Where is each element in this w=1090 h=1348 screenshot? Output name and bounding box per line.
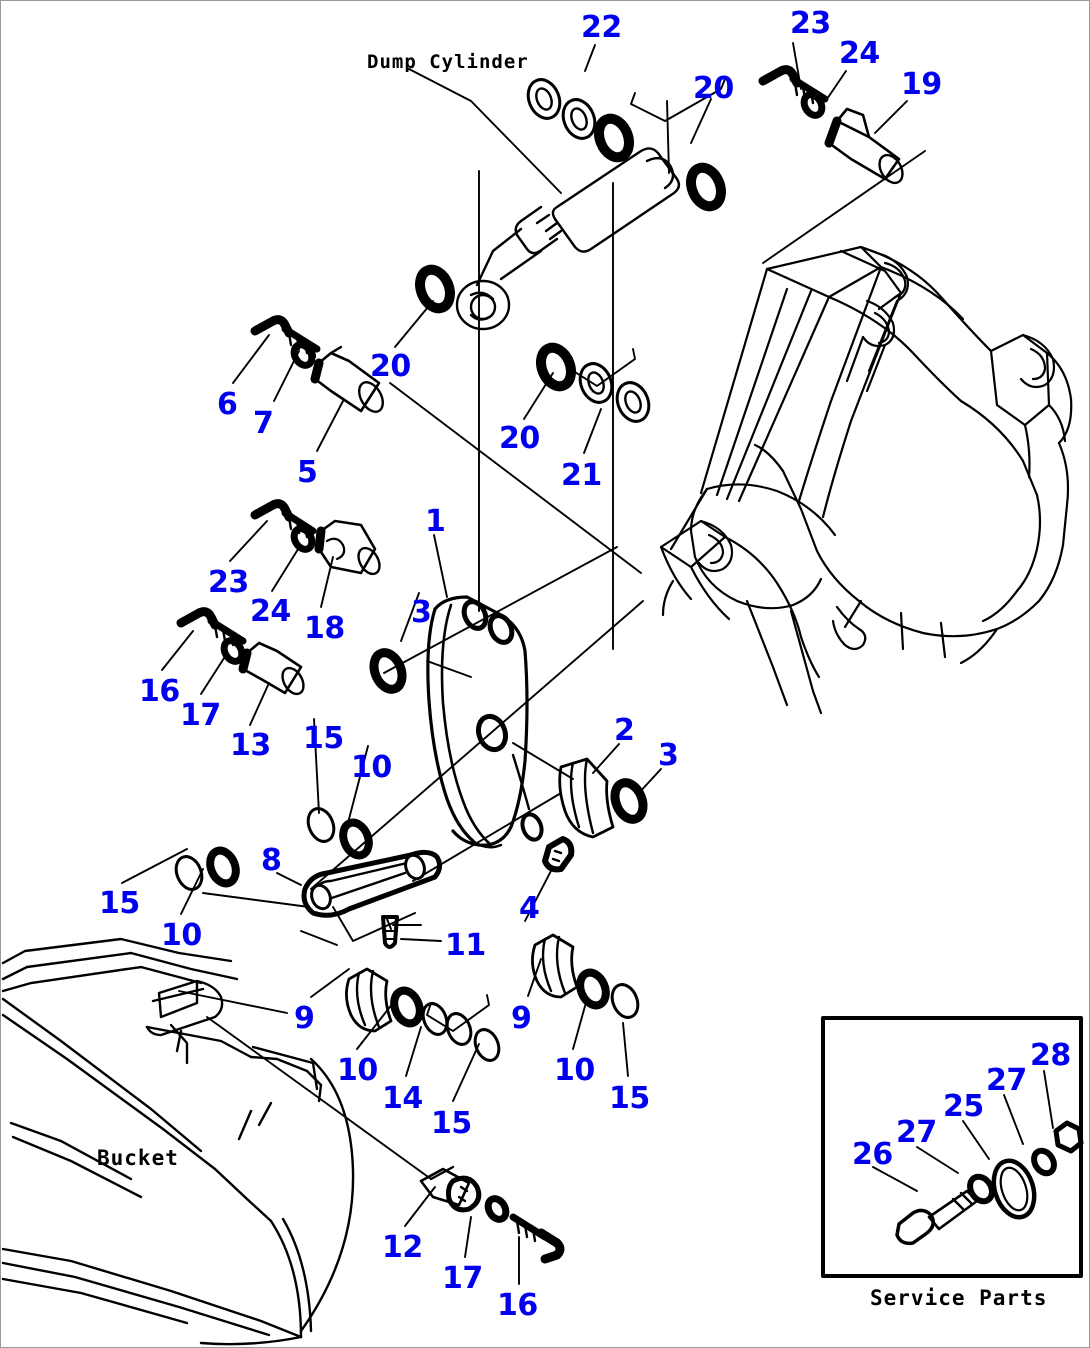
callout-28: 28 xyxy=(1030,1038,1071,1073)
pin12-assembly xyxy=(419,1165,565,1264)
callout-5: 5 xyxy=(297,455,318,490)
pin18-assembly xyxy=(250,499,381,576)
callout-10-b: 10 xyxy=(161,918,202,953)
callout-17-bottom: 17 xyxy=(442,1261,483,1296)
callout-3-upper: 3 xyxy=(411,595,432,630)
callout-12: 12 xyxy=(382,1230,423,1265)
callout-18: 18 xyxy=(304,611,345,646)
callout-24-left: 24 xyxy=(250,594,291,629)
callout-23-left: 23 xyxy=(208,565,249,600)
callout-15-c: 15 xyxy=(431,1106,472,1141)
dump-cylinder-assembly xyxy=(415,78,726,423)
callout-17-left: 17 xyxy=(180,698,221,733)
callout-24-top: 24 xyxy=(839,36,880,71)
callout-2: 2 xyxy=(614,713,635,748)
label-bucket: Bucket xyxy=(97,1146,179,1170)
callout-16-left: 16 xyxy=(139,674,180,709)
label-service-parts: Service Parts xyxy=(870,1286,1048,1310)
callout-27-a: 27 xyxy=(896,1115,937,1150)
callout-20-mid: 20 xyxy=(499,421,540,456)
leader-lines xyxy=(121,42,1054,1285)
callout-7: 7 xyxy=(253,406,274,441)
callout-8: 8 xyxy=(261,843,282,878)
callout-3-lower: 3 xyxy=(658,738,679,773)
boom-arm-structure xyxy=(659,245,1073,715)
callout-9-left: 9 xyxy=(294,1001,315,1036)
assembly-connector-lines xyxy=(178,78,926,1180)
callout-27-b: 27 xyxy=(986,1063,1027,1098)
callout-1: 1 xyxy=(425,504,446,539)
callout-21: 21 xyxy=(561,458,602,493)
callout-14: 14 xyxy=(382,1081,423,1116)
callout-15-a: 15 xyxy=(303,721,344,756)
callout-13: 13 xyxy=(230,728,271,763)
callout-10-c: 10 xyxy=(337,1053,378,1088)
callout-11: 11 xyxy=(445,928,486,963)
pin19-assembly xyxy=(758,65,904,185)
callout-23-top: 23 xyxy=(790,6,831,41)
callout-15-b: 15 xyxy=(99,886,140,921)
callout-10-a: 10 xyxy=(351,750,392,785)
callout-20-top: 20 xyxy=(693,71,734,106)
callout-15-d: 15 xyxy=(609,1081,650,1116)
service-parts-box xyxy=(821,1016,1084,1278)
callout-19: 19 xyxy=(901,67,942,102)
callout-26: 26 xyxy=(852,1137,893,1172)
callout-10-d: 10 xyxy=(554,1053,595,1088)
bucket-outline xyxy=(1,937,355,1346)
callout-22: 22 xyxy=(581,10,622,45)
pin13-assembly xyxy=(176,607,305,696)
callout-25: 25 xyxy=(943,1089,984,1124)
lower-link-8 xyxy=(174,807,640,1062)
label-dump-cylinder: Dump Cylinder xyxy=(367,51,529,73)
callout-4: 4 xyxy=(519,891,540,926)
callout-9-right: 9 xyxy=(511,1001,532,1036)
bellcrank-link xyxy=(369,595,648,873)
pin5-assembly xyxy=(250,315,384,413)
callout-20-left: 20 xyxy=(370,349,411,384)
callout-6: 6 xyxy=(217,387,238,422)
callout-16-bottom: 16 xyxy=(497,1288,538,1323)
